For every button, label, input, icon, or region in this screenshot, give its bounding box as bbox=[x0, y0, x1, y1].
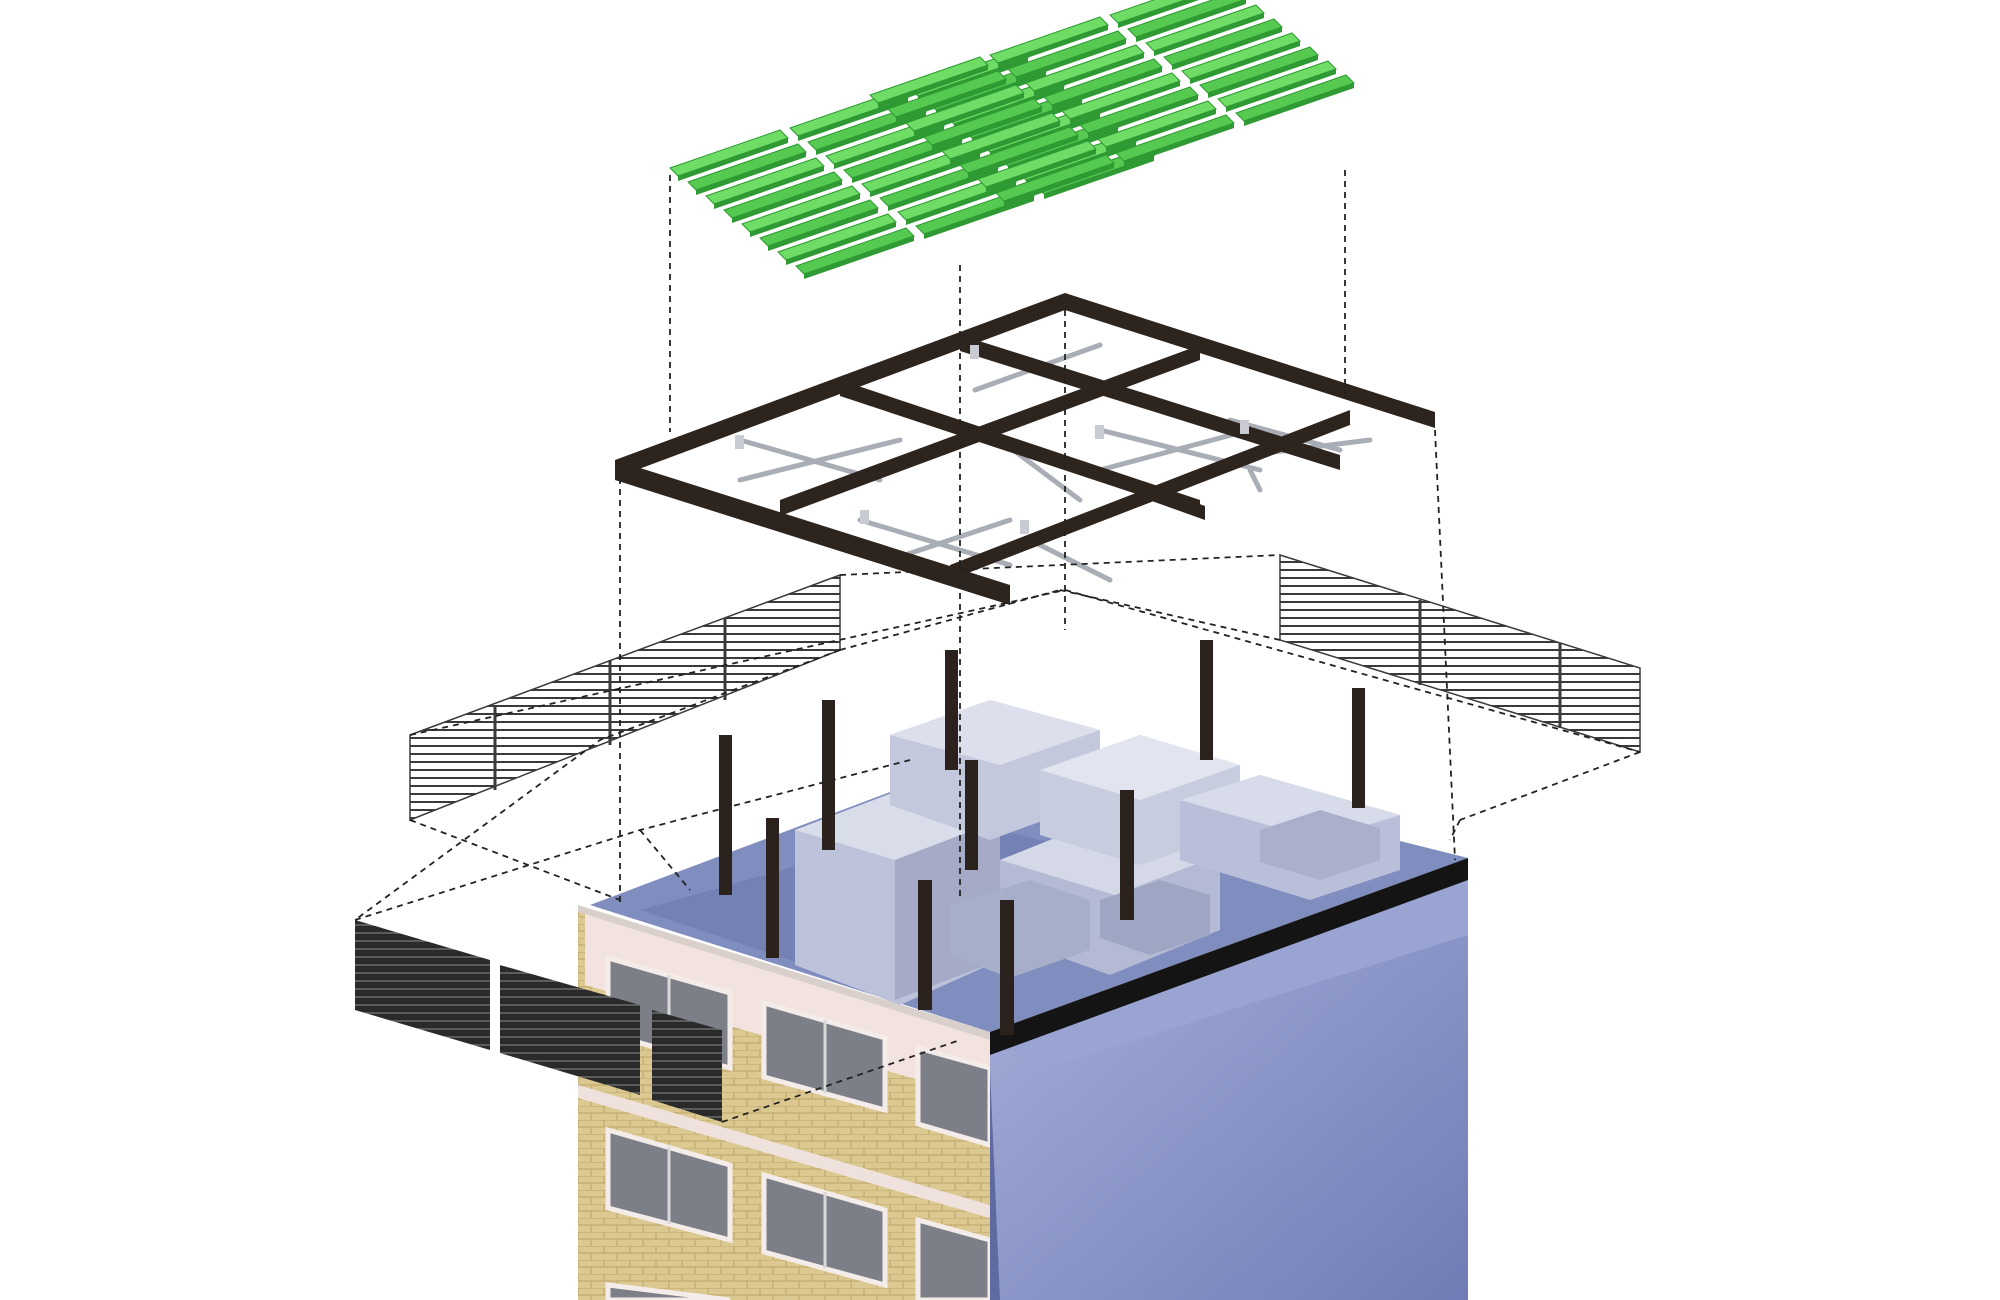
solar-panel-edge bbox=[1044, 156, 1154, 199]
solar-panel-edge bbox=[714, 166, 824, 209]
solar-panel-edge bbox=[798, 98, 908, 141]
solar-panel-edge bbox=[1172, 27, 1282, 70]
beam bbox=[615, 460, 1010, 605]
beam bbox=[1065, 293, 1435, 428]
solar-panel-edge bbox=[950, 121, 1060, 164]
frame-connectors bbox=[735, 345, 1249, 534]
solar-panel-edge bbox=[1208, 55, 1318, 98]
interior-wall-shade bbox=[990, 1070, 1000, 1300]
solar-panel-edge bbox=[834, 126, 944, 169]
steel-posts bbox=[719, 640, 1365, 1035]
roof-slab-edge bbox=[990, 858, 1468, 1055]
solar-panel-edge bbox=[1004, 163, 1114, 206]
louvre-panel bbox=[1279, 553, 1641, 754]
steel-post bbox=[945, 650, 958, 770]
solar-panel-edge bbox=[1052, 67, 1162, 110]
solar-panel-edge bbox=[1118, 0, 1200, 28]
beam bbox=[960, 335, 1340, 470]
solar-panel-edge bbox=[1016, 39, 1126, 82]
solar-panel-edge bbox=[1124, 123, 1234, 166]
solar-panel-edge bbox=[870, 154, 980, 197]
solar-panel-edge bbox=[852, 140, 962, 183]
solar-panel-edge bbox=[696, 152, 806, 195]
steel-post bbox=[1352, 688, 1365, 808]
stone-parapet bbox=[585, 910, 990, 1100]
steel-post bbox=[918, 880, 932, 1010]
roof-slab-edge-left bbox=[578, 905, 990, 1040]
steel-post bbox=[1120, 790, 1134, 920]
solar-panel-edge bbox=[786, 222, 896, 265]
steel-post bbox=[1200, 640, 1213, 760]
steel-post bbox=[1000, 900, 1014, 1035]
stone-band bbox=[578, 1085, 990, 1218]
rooftop-plant bbox=[795, 700, 1400, 1005]
building-interior bbox=[990, 880, 1468, 1300]
louvre-panel-dark bbox=[500, 965, 640, 1095]
steel-post bbox=[822, 700, 835, 850]
solar-panel-edge bbox=[750, 194, 860, 237]
interior-ceiling bbox=[990, 880, 1468, 1070]
beam bbox=[1135, 480, 1205, 520]
solar-panel-edge bbox=[896, 79, 1006, 122]
beam bbox=[780, 345, 1200, 516]
steel-frame bbox=[615, 293, 1435, 605]
louvre-panel bbox=[409, 573, 841, 822]
dashed-guide-lines bbox=[354, 170, 1641, 1123]
solar-panel-edge bbox=[998, 25, 1108, 68]
louvre-screens-right bbox=[1279, 553, 1641, 754]
louvre-panel-dark bbox=[355, 920, 490, 1050]
solar-panel-edge bbox=[768, 208, 878, 251]
solar-panel-edge bbox=[1154, 13, 1264, 56]
solar-panel-edge bbox=[1136, 0, 1246, 42]
solar-panel-edge bbox=[968, 135, 1078, 178]
louvre-screens-left bbox=[409, 573, 841, 822]
solar-panel-edge bbox=[986, 149, 1096, 192]
solar-panel-edge bbox=[1226, 69, 1336, 112]
louvre-screens-front bbox=[355, 920, 722, 1122]
solar-panel-edge bbox=[888, 168, 998, 211]
solar-panel-edge bbox=[1190, 41, 1300, 84]
solar-panel-edge bbox=[1088, 95, 1198, 138]
steel-post bbox=[965, 760, 978, 870]
solar-panel-edge bbox=[878, 65, 988, 108]
solar-panel-edge bbox=[1244, 83, 1354, 126]
solar-panel-edge bbox=[924, 196, 1034, 239]
solar-panel bbox=[1127, 0, 1245, 38]
solar-panel-edge bbox=[732, 180, 842, 223]
solar-panel-array bbox=[669, 0, 1355, 279]
solar-panel-edge bbox=[1106, 109, 1216, 152]
solar-panel bbox=[1109, 0, 1187, 24]
frame-beams bbox=[615, 293, 1435, 605]
solar-panel-edge bbox=[1070, 81, 1180, 124]
solar-panel-edge bbox=[914, 93, 1024, 136]
beam bbox=[840, 380, 1200, 515]
steel-post bbox=[766, 818, 779, 958]
solar-panel-edge bbox=[906, 182, 1016, 225]
steel-post bbox=[719, 735, 732, 895]
solar-panel-edge bbox=[932, 107, 1042, 150]
solar-panel-edge bbox=[804, 236, 914, 279]
solar-panel-edge bbox=[1034, 53, 1144, 96]
solar-panel-edge bbox=[816, 112, 926, 155]
solar-panel-edge bbox=[678, 138, 788, 181]
louvre-panel-dark bbox=[652, 1010, 722, 1122]
